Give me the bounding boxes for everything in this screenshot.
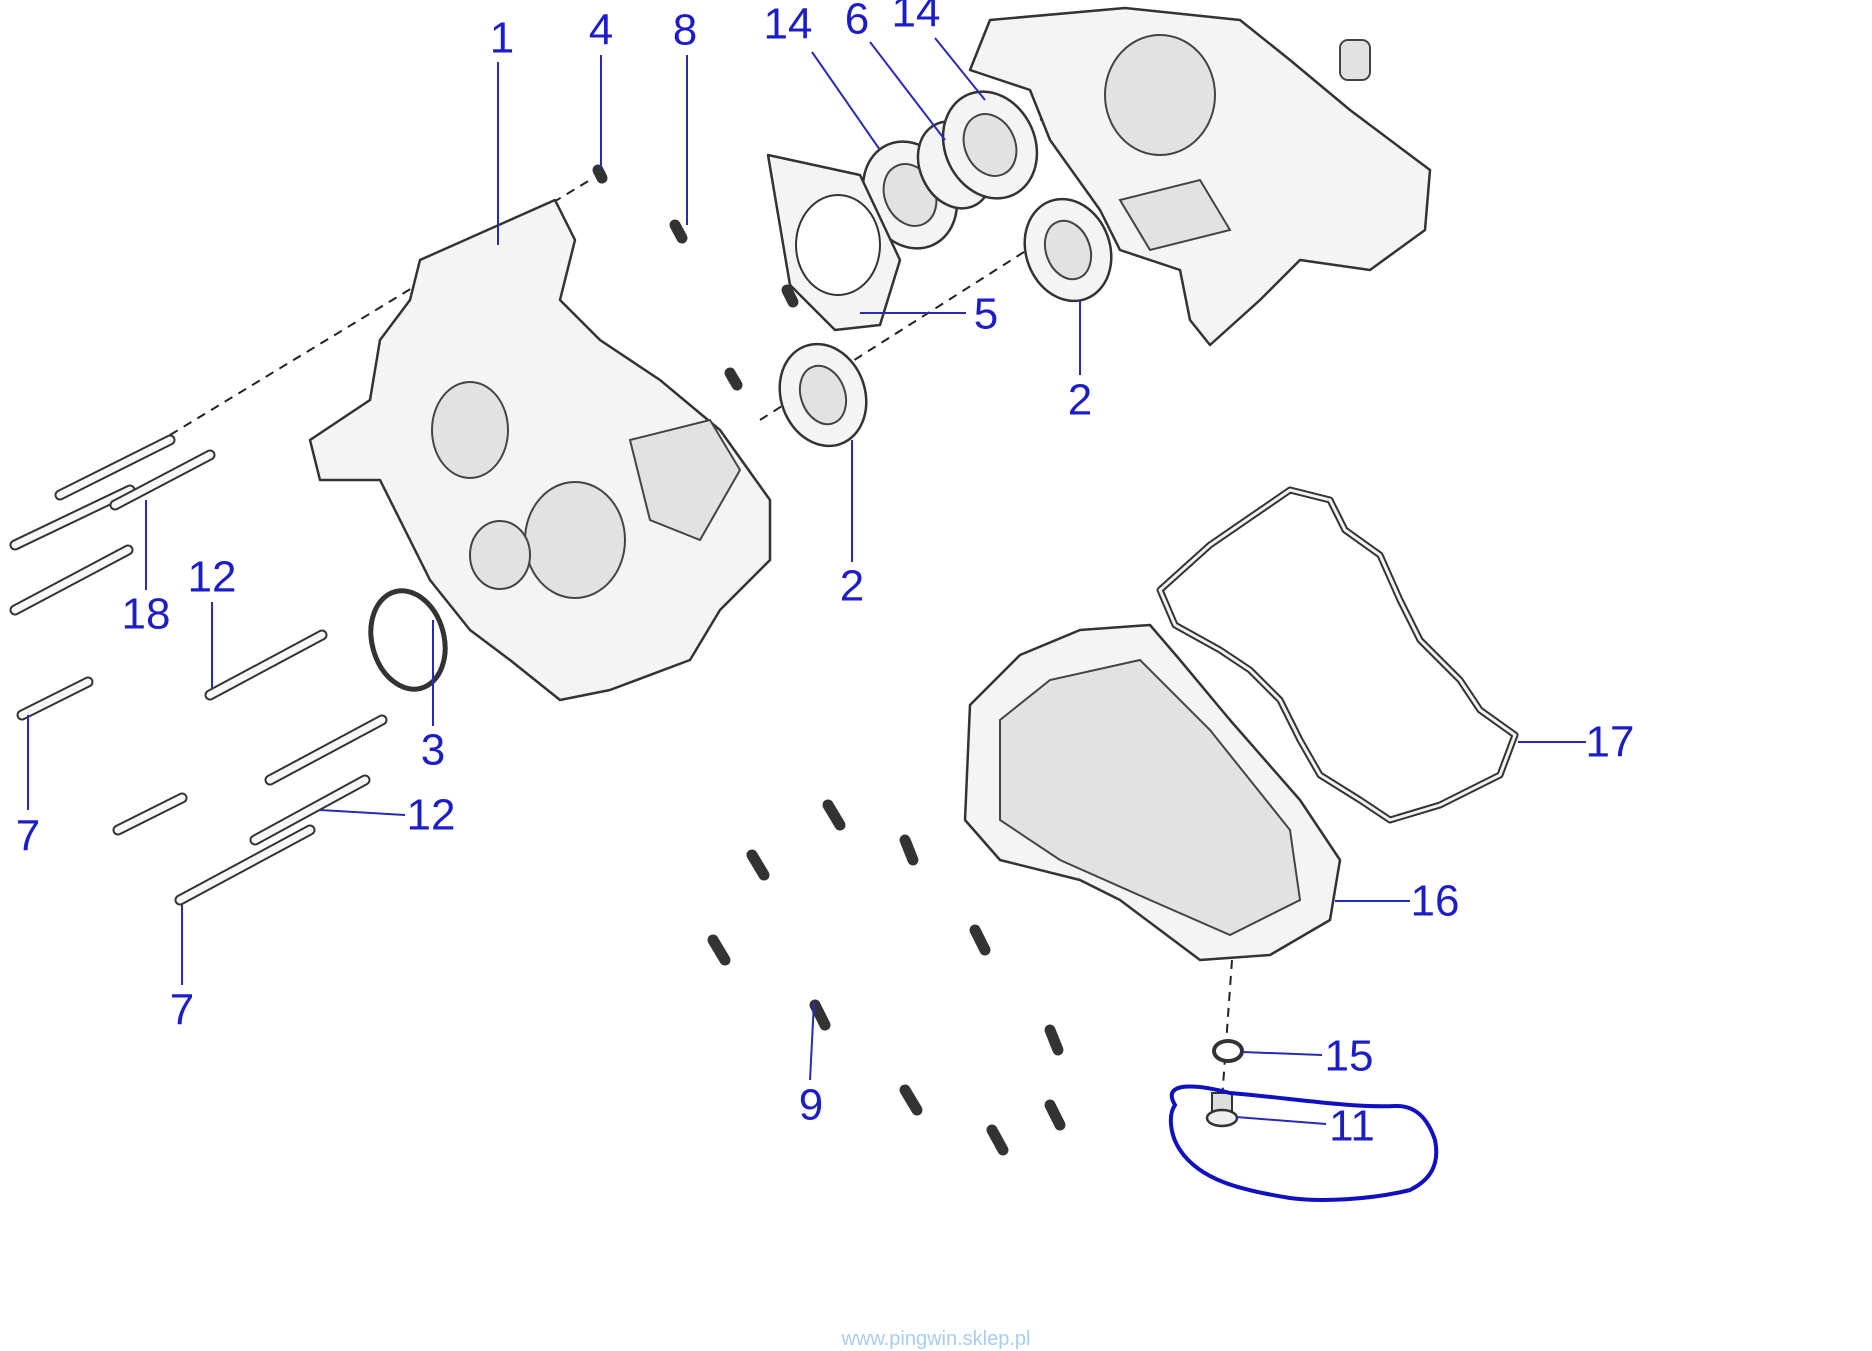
label-part-2-upper: 2 [1068, 376, 1092, 425]
bearing-2-b [778, 342, 868, 448]
highlight-circle-part-11 [1168, 1084, 1439, 1202]
label-part-8: 8 [673, 6, 697, 55]
label-part-4: 4 [589, 6, 613, 55]
circlip-3 [368, 588, 448, 692]
label-part-12-lower: 12 [407, 791, 456, 840]
crankcase-right-half [968, 6, 1432, 347]
label-part-11: 11 [1329, 1102, 1375, 1151]
label-part-17: 17 [1586, 718, 1635, 767]
bearing-2-a [1023, 197, 1113, 303]
label-part-14: 14 [764, 0, 813, 49]
leader-lines [27, 37, 1586, 1125]
label-part-9: 9 [799, 1081, 823, 1130]
label-part-7-left: 7 [16, 812, 40, 861]
label-part-14-top: 14 [892, 0, 941, 37]
sealing-washer-15 [1212, 1039, 1244, 1063]
label-part-15: 15 [1325, 1032, 1374, 1081]
crankcase-bolts [9, 434, 388, 906]
oil-pan-screws-9 [707, 799, 1066, 1156]
label-part-1: 1 [490, 14, 514, 63]
label-part-3: 3 [421, 726, 445, 775]
drain-plug-11 [1205, 1092, 1239, 1128]
label-part-6: 6 [845, 0, 869, 44]
label-part-5: 5 [974, 290, 998, 339]
label-part-12-upper: 12 [188, 553, 237, 602]
bearings [778, 90, 1113, 448]
small-screws [592, 164, 799, 391]
watermark: www.pingwin.sklep.pl [841, 1328, 1031, 1350]
part-labels: 1 4 8 14 6 14 5 2 2 18 12 3 7 12 7 17 16… [16, 0, 1635, 1151]
oil-pan-gasket-17 [1156, 486, 1519, 824]
label-part-18: 18 [122, 590, 171, 639]
bearing-14-b [941, 90, 1039, 200]
label-part-2-lower: 2 [840, 562, 864, 611]
label-part-7-lower: 7 [170, 986, 194, 1035]
bearing-plate-5 [766, 153, 902, 332]
label-part-16: 16 [1411, 877, 1460, 926]
oil-pan-16 [963, 623, 1342, 962]
crankcase-left-half [308, 198, 772, 702]
